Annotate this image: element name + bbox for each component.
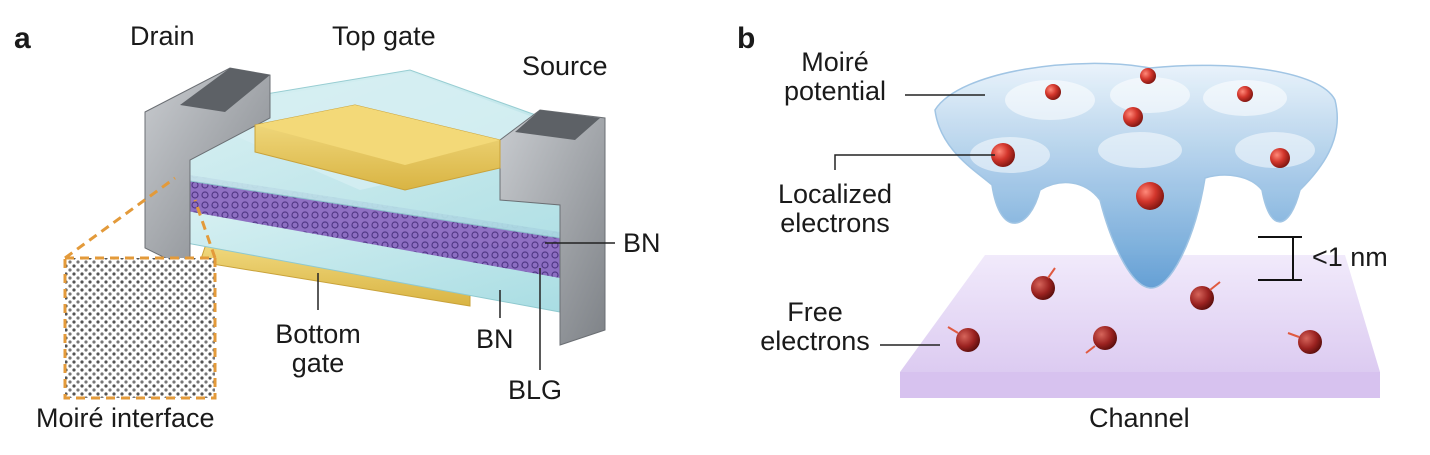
moire-inset [63, 256, 217, 400]
moire-potential-label-line1: Moiré [801, 47, 869, 77]
drain-label: Drain [130, 21, 195, 51]
source-top [515, 110, 600, 140]
top-gate-label: Top gate [332, 21, 436, 51]
localized-electrons-label: Localized electrons [760, 179, 910, 239]
localized-electron [1270, 148, 1290, 168]
bn-lower-label: BN [476, 324, 514, 354]
localized-electron [1045, 84, 1061, 100]
free-electron [1190, 286, 1214, 310]
source-electrode [499, 109, 606, 346]
free-electron [1031, 276, 1055, 300]
free-electron [956, 328, 980, 352]
free-electrons-label-line1: Free [787, 297, 843, 327]
localized-leader [834, 154, 995, 170]
panel-b-letter: b [737, 22, 756, 55]
localized-electron [1140, 68, 1156, 84]
free-electron [1093, 326, 1117, 350]
localized-electrons-label-line1: Localized [777, 179, 893, 209]
localized-electron [1123, 107, 1143, 127]
top-gate-face [255, 105, 500, 165]
localized-electrons-label-line2: electrons [780, 208, 890, 239]
bottom-gate-label-line2: gate [291, 348, 345, 379]
free-electrons [947, 267, 1322, 354]
bottom-gate-label-line1: Bottom [275, 319, 361, 349]
inset-callout-line [193, 199, 217, 259]
free-electrons-label: Free electrons [745, 297, 885, 357]
panel-a-letter: a [14, 22, 31, 55]
bn-upper-label: BN [623, 228, 661, 258]
moire-layer [170, 172, 560, 278]
moire-interface-label: Moiré interface [36, 403, 215, 433]
channel-label: Channel [1089, 403, 1190, 433]
moire-potential-surface [934, 62, 1338, 289]
drain-top [180, 68, 270, 112]
device-illustration [144, 67, 606, 346]
blg-label: BLG [508, 375, 563, 405]
localized-electron [991, 143, 1015, 167]
free-electrons-label-line2: electrons [760, 326, 870, 357]
distance-label: <1 nm [1312, 242, 1388, 272]
distance-bracket [1258, 236, 1302, 281]
moire-potential-label-line2: potential [783, 76, 887, 107]
channel-slab [900, 255, 1380, 398]
bottom-gate-label: Bottom gate [258, 319, 378, 379]
localized-electron [1237, 86, 1253, 102]
localized-electrons [991, 68, 1290, 210]
drain-electrode [144, 67, 271, 271]
free-electron [1298, 330, 1322, 354]
localized-electron [1136, 182, 1164, 210]
moire-potential-label: Moiré potential [770, 47, 900, 107]
inset-callout-line [64, 176, 176, 260]
source-label: Source [522, 51, 608, 81]
